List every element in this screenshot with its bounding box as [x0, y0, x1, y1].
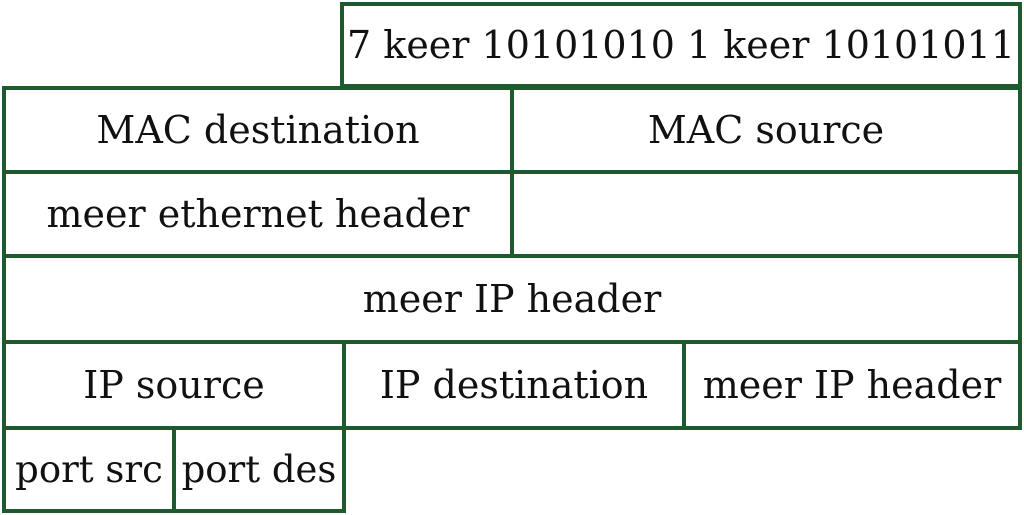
more-ip-header-secondary-cell: meer IP header: [682, 340, 1022, 430]
ethernet-empty-cell: [510, 170, 1022, 258]
more-ip-header-cell: meer IP header: [2, 254, 1022, 344]
more-ethernet-header-label: meer ethernet header: [46, 192, 470, 236]
more-ethernet-header-cell: meer ethernet header: [2, 170, 514, 258]
ip-source-cell: IP source: [2, 340, 346, 430]
mac-source-cell: MAC source: [510, 86, 1022, 174]
port-destination-cell: port des: [172, 426, 346, 513]
port-source-label: port src: [15, 448, 163, 491]
mac-source-label: MAC source: [647, 108, 885, 152]
preamble-label: 7 keer 10101010 1 keer 10101011: [347, 23, 1015, 67]
mac-destination-cell: MAC destination: [2, 86, 514, 174]
ip-destination-cell: IP destination: [342, 340, 686, 430]
port-source-cell: port src: [2, 426, 176, 513]
preamble-cell: 7 keer 10101010 1 keer 10101011: [340, 2, 1022, 88]
port-destination-label: port des: [181, 448, 337, 491]
mac-destination-label: MAC destination: [96, 108, 420, 152]
ip-source-label: IP source: [83, 363, 265, 407]
more-ip-header-label: meer IP header: [362, 277, 662, 321]
ip-destination-label: IP destination: [379, 363, 649, 407]
more-ip-header-secondary-label: meer IP header: [702, 363, 1002, 407]
